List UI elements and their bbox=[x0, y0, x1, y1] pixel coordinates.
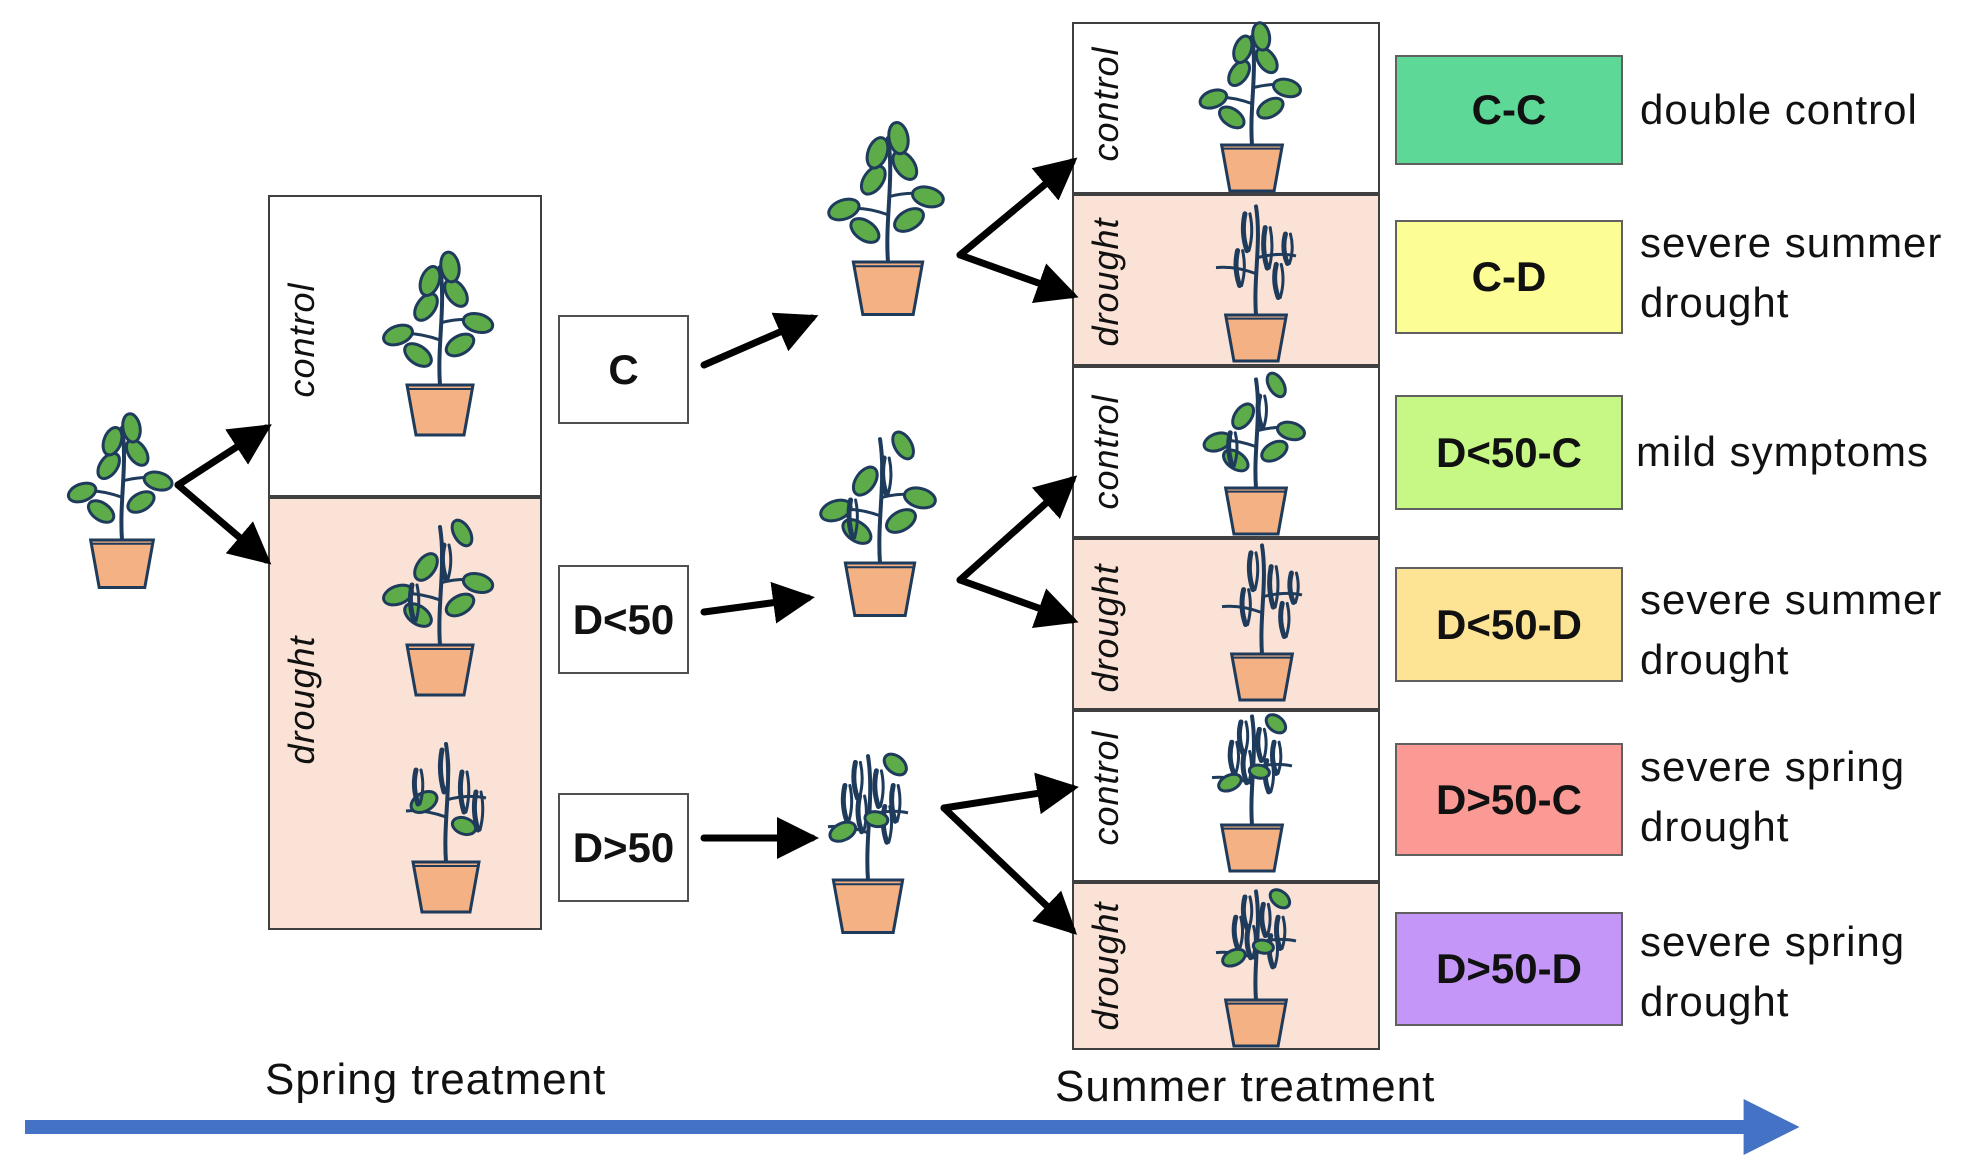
summer-panel-d-lt-50-drought bbox=[1072, 538, 1380, 710]
summer-d-gt-50-control-plant-icon bbox=[1211, 713, 1293, 873]
arrow-d-gt-50-to-summer-drought bbox=[940, 804, 1078, 935]
outcome-box-d-lt-50-c: D<50-C bbox=[1395, 395, 1623, 510]
outcome-desc-c-d: severe summer drought bbox=[1640, 219, 1943, 326]
arrow-d-lt-50-to-plant bbox=[700, 581, 815, 624]
arrow-c-to-plant bbox=[700, 312, 819, 369]
outcome-desc-d-gt-50-d: severe spring drought bbox=[1640, 918, 1906, 1025]
outcome-desc-d-lt-50-d: severe summer drought bbox=[1640, 576, 1943, 683]
outcome-box-c-c: C-C bbox=[1395, 55, 1623, 165]
arrows-layer bbox=[174, 157, 1079, 935]
summer-panel-c-drought bbox=[1072, 194, 1380, 366]
after-c-plant-icon bbox=[827, 121, 945, 316]
outcome-desc-d-lt-50-c: mild symptoms bbox=[1636, 428, 1930, 475]
outcome-desc-c-c: double control bbox=[1640, 86, 1918, 133]
outcome-box-d-gt-50-c: D>50-C bbox=[1395, 743, 1623, 856]
treatment-box-c: C bbox=[558, 315, 689, 424]
summer-d-lt-50-drought-plant-icon bbox=[1221, 543, 1303, 702]
arrow-d-gt-50-to-summer-control bbox=[940, 772, 1079, 815]
spring-drought-mild-plant-icon bbox=[382, 518, 495, 697]
summer-c-drought-plant-icon bbox=[1215, 204, 1297, 363]
arrow-c-to-summer-control bbox=[956, 157, 1078, 259]
outcome-desc-d-gt-50-c: severe spring drought bbox=[1640, 743, 1906, 850]
arrow-d-lt-50-to-summer-control bbox=[956, 475, 1078, 584]
seedling-plant-icon bbox=[66, 412, 174, 589]
arrow-d-lt-50-to-summer-drought bbox=[956, 576, 1079, 629]
after-d-gt-50-plant-icon bbox=[827, 752, 909, 934]
spring-drought-panel bbox=[268, 497, 542, 930]
plants-layer bbox=[66, 21, 1306, 1048]
treatment-box-d-lt-50: D<50 bbox=[558, 565, 689, 674]
summer-treatment-label: Summer treatment bbox=[1055, 1062, 1436, 1111]
outcome-box-d-lt-50-d: D<50-D bbox=[1395, 567, 1623, 682]
spring-control-plant-icon bbox=[382, 250, 495, 437]
summer-c-control-plant-icon bbox=[1198, 21, 1302, 193]
after-d-lt-50-plant-icon bbox=[819, 430, 937, 617]
outcome-box-d-gt-50-d: D>50-D bbox=[1395, 912, 1623, 1026]
outcome-box-c-d: C-D bbox=[1395, 220, 1623, 334]
treatment-box-d-gt-50: D>50 bbox=[558, 793, 689, 902]
spring-drought-severe-plant-icon bbox=[405, 742, 487, 914]
summer-d-lt-50-control-plant-icon bbox=[1202, 371, 1306, 536]
arrow-to-spring-drought bbox=[174, 481, 272, 565]
arrow-to-spring-control bbox=[174, 424, 272, 489]
summer-d-gt-50-drought-plant-icon bbox=[1215, 888, 1297, 1048]
spring-treatment-label: Spring treatment bbox=[265, 1055, 607, 1104]
arrow-c-to-summer-drought bbox=[956, 251, 1079, 304]
